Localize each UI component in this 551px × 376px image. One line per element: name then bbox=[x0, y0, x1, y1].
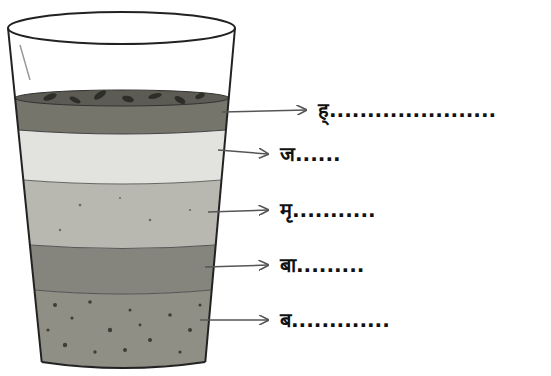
blank-label: ज...... bbox=[280, 142, 341, 166]
leaves bbox=[42, 89, 205, 106]
blank-label: बा......... bbox=[280, 253, 364, 277]
blank-label: ह्...................... bbox=[318, 98, 496, 122]
mud-layer bbox=[23, 180, 221, 249]
glass-rim bbox=[8, 12, 235, 44]
blank-label: मृ........... bbox=[280, 198, 376, 222]
sand-layer bbox=[30, 245, 216, 294]
glass-base bbox=[42, 362, 206, 368]
water-layer bbox=[18, 130, 226, 184]
gravel-layer bbox=[34, 290, 211, 367]
glass-wall bbox=[8, 28, 42, 362]
blank-label: ब............. bbox=[280, 308, 390, 332]
gravel-dots bbox=[46, 300, 201, 353]
glass-wall bbox=[205, 28, 235, 362]
